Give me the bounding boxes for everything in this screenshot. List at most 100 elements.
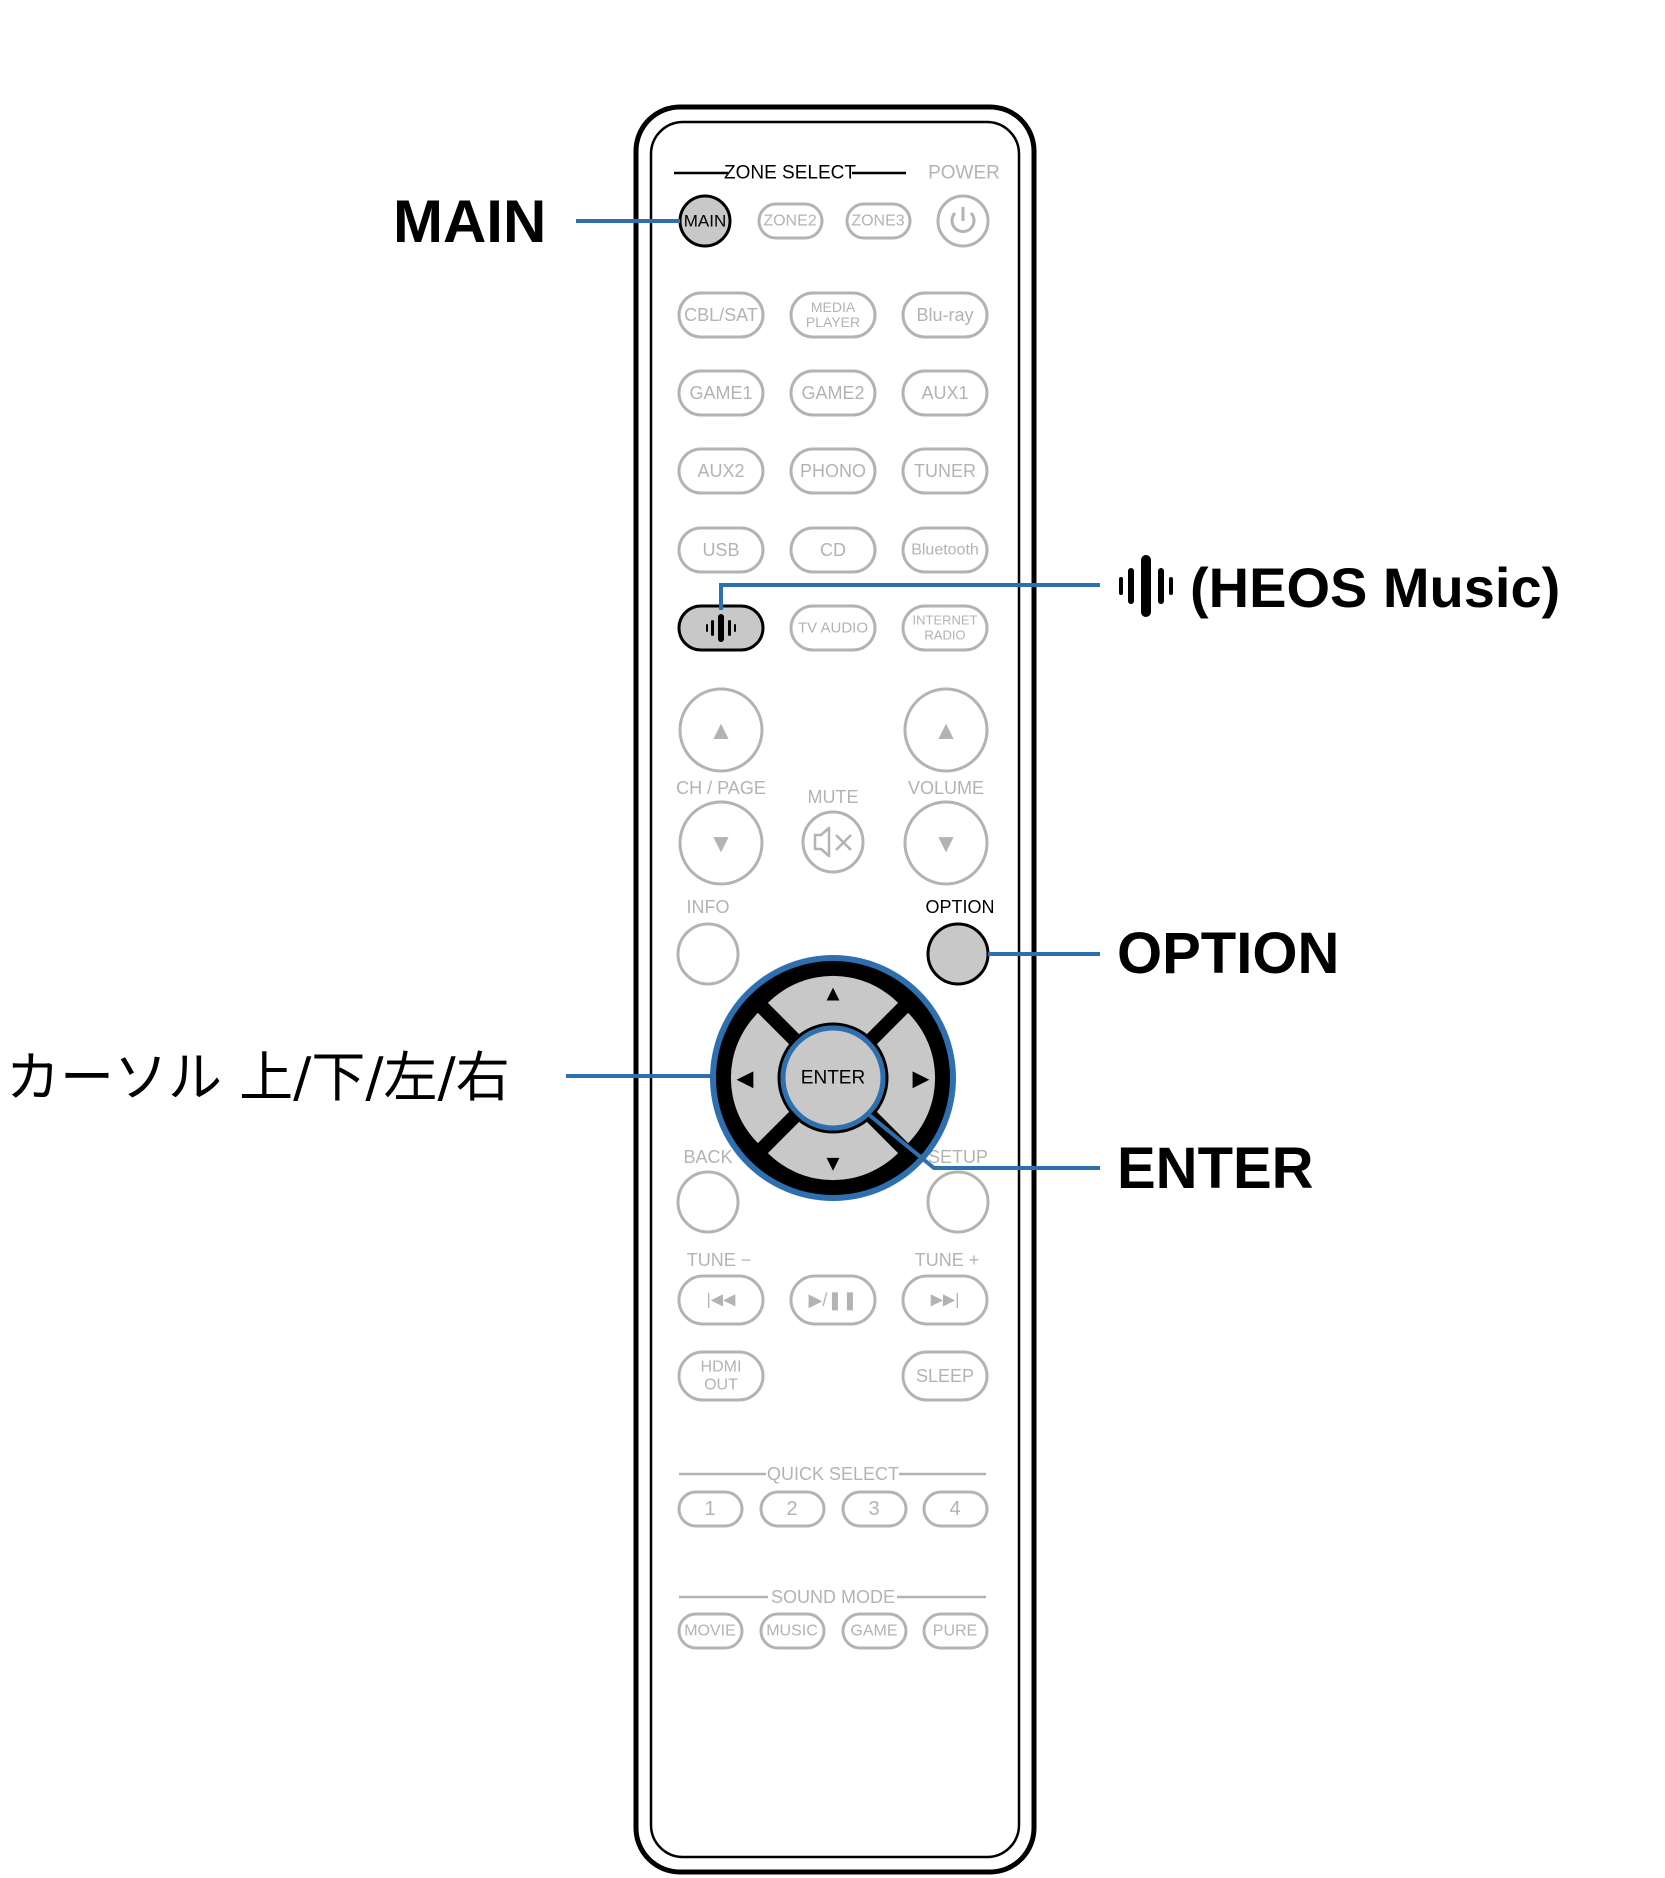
cursor-pad: ▲ ▼ ◀ ▶ ENTER: [710, 955, 956, 1201]
cd-button-label: CD: [820, 540, 846, 560]
option-button[interactable]: [926, 922, 990, 986]
back-button[interactable]: [676, 1170, 740, 1234]
sound-mode-music-button[interactable]: MUSIC: [759, 1612, 826, 1650]
power-button[interactable]: [936, 194, 990, 248]
remote-inner-body: [649, 120, 1021, 1859]
zone2-button[interactable]: ZONE2: [757, 202, 824, 240]
next-button[interactable]: ▶▶|: [901, 1274, 989, 1326]
tuner-button[interactable]: TUNER: [901, 447, 989, 495]
ch-page-label: CH / PAGE: [676, 778, 766, 798]
internet-radio-button-label-2: RADIO: [924, 628, 965, 643]
usb-button[interactable]: USB: [677, 526, 765, 574]
setup-label: SETUP: [928, 1147, 988, 1167]
setup-button[interactable]: [926, 1170, 990, 1234]
cursor-down-button[interactable]: ▼: [767, 1111, 899, 1181]
volume-label: VOLUME: [908, 778, 984, 798]
media-player-button-label-1: MEDIA: [811, 299, 856, 315]
info-label: INFO: [687, 897, 730, 917]
heos-music-button[interactable]: [677, 604, 765, 652]
sound-mode-game-label: GAME: [850, 1623, 897, 1640]
bluray-button-label: Blu-ray: [916, 305, 973, 325]
media-player-button[interactable]: MEDIA PLAYER: [789, 291, 877, 339]
cursor-up-button[interactable]: ▲: [767, 975, 899, 1045]
cursor-callout: カーソル 上/下/左/右: [6, 1046, 510, 1109]
cd-button[interactable]: CD: [789, 526, 877, 574]
heos-leader-line: [719, 583, 1100, 610]
cursor-right-button[interactable]: ▶: [866, 1012, 936, 1144]
ch-page-up-icon: ▲: [708, 715, 734, 745]
cursor-left-button[interactable]: ◀: [730, 1012, 800, 1144]
heos-icon: [706, 614, 736, 642]
quick-select-1-button[interactable]: 1: [677, 1490, 744, 1528]
internet-radio-button[interactable]: INTERNET RADIO: [901, 604, 989, 652]
volume-down-button[interactable]: ▼: [903, 800, 989, 886]
aux1-button[interactable]: AUX1: [901, 369, 989, 417]
quick-select-2-label: 2: [786, 1498, 797, 1520]
enter-callout: ENTER: [1117, 1136, 1314, 1201]
play-pause-button[interactable]: ▶/❚❚: [789, 1274, 877, 1326]
ch-page-down-button[interactable]: ▼: [678, 800, 764, 886]
phono-button-label: PHONO: [800, 461, 866, 481]
sound-mode-pure-button[interactable]: PURE: [922, 1612, 989, 1650]
tv-audio-button-label: TV AUDIO: [798, 620, 868, 637]
internet-radio-button-label-1: INTERNET: [913, 613, 978, 628]
sound-mode-game-button[interactable]: GAME: [841, 1612, 908, 1650]
phono-button[interactable]: PHONO: [789, 447, 877, 495]
main-zone-button-label: MAIN: [684, 212, 727, 231]
ch-page-down-icon: ▼: [708, 828, 734, 858]
volume-down-icon: ▼: [933, 828, 959, 858]
info-button[interactable]: [676, 922, 740, 986]
option-callout: OPTION: [1117, 921, 1339, 986]
bluray-button[interactable]: Blu-ray: [901, 291, 989, 339]
main-zone-button[interactable]: MAIN: [678, 194, 732, 248]
usb-button-label: USB: [702, 540, 739, 560]
power-label: POWER: [928, 163, 1000, 184]
game1-button-label: GAME1: [689, 383, 752, 403]
enter-button[interactable]: ENTER: [777, 1022, 889, 1134]
game2-button[interactable]: GAME2: [789, 369, 877, 417]
aux1-button-label: AUX1: [921, 383, 968, 403]
cbl-sat-button[interactable]: CBL/SAT: [677, 291, 765, 339]
mute-button[interactable]: [801, 810, 865, 874]
hdmi-out-button[interactable]: HDMI OUT: [677, 1350, 765, 1402]
quick-select-4-button[interactable]: 4: [922, 1490, 989, 1528]
zone3-button-label: ZONE3: [851, 213, 904, 230]
zone3-button[interactable]: ZONE3: [845, 202, 912, 240]
volume-up-button[interactable]: ▲: [903, 687, 989, 773]
option-label: OPTION: [925, 897, 994, 917]
previous-button[interactable]: |◀◀: [677, 1274, 765, 1326]
cursor-left-icon: ◀: [737, 1066, 754, 1091]
cbl-sat-button-label: CBL/SAT: [684, 305, 758, 325]
ch-page-up-button[interactable]: ▲: [678, 687, 764, 773]
heos-callout: (HEOS Music): [1190, 556, 1560, 619]
mute-icon: [813, 826, 852, 858]
hdmi-out-button-label-2: OUT: [704, 1377, 738, 1394]
sleep-button[interactable]: SLEEP: [901, 1350, 989, 1402]
quick-select-label: QUICK SELECT: [767, 1464, 899, 1484]
quick-select-2-button[interactable]: 2: [759, 1490, 826, 1528]
quick-select-4-label: 4: [949, 1498, 960, 1520]
bluetooth-button[interactable]: Bluetooth: [901, 526, 989, 574]
zone-select-label: ZONE SELECT: [724, 163, 856, 184]
aux2-button[interactable]: AUX2: [677, 447, 765, 495]
game1-button[interactable]: GAME1: [677, 369, 765, 417]
mute-label: MUTE: [808, 787, 859, 807]
power-icon: [950, 207, 976, 233]
sound-mode-pure-label: PURE: [933, 1623, 977, 1640]
sound-mode-movie-label: MOVIE: [684, 1623, 736, 1640]
zone2-button-label: ZONE2: [763, 213, 816, 230]
tune-plus-label: TUNE +: [915, 1250, 980, 1270]
cursor-up-icon: ▲: [822, 981, 844, 1006]
main-callout: MAIN: [393, 188, 546, 255]
enter-button-label: ENTER: [801, 1068, 865, 1089]
play-pause-icon: ▶/❚❚: [808, 1290, 857, 1311]
tv-audio-button[interactable]: TV AUDIO: [789, 604, 877, 652]
sound-mode-movie-button[interactable]: MOVIE: [677, 1612, 744, 1650]
quick-select-1-label: 1: [704, 1498, 715, 1520]
back-label: BACK: [683, 1147, 732, 1167]
quick-select-3-button[interactable]: 3: [841, 1490, 908, 1528]
bluetooth-button-label: Bluetooth: [911, 542, 979, 559]
tuner-button-label: TUNER: [914, 461, 976, 481]
enter-leader-line: [866, 1112, 1100, 1170]
